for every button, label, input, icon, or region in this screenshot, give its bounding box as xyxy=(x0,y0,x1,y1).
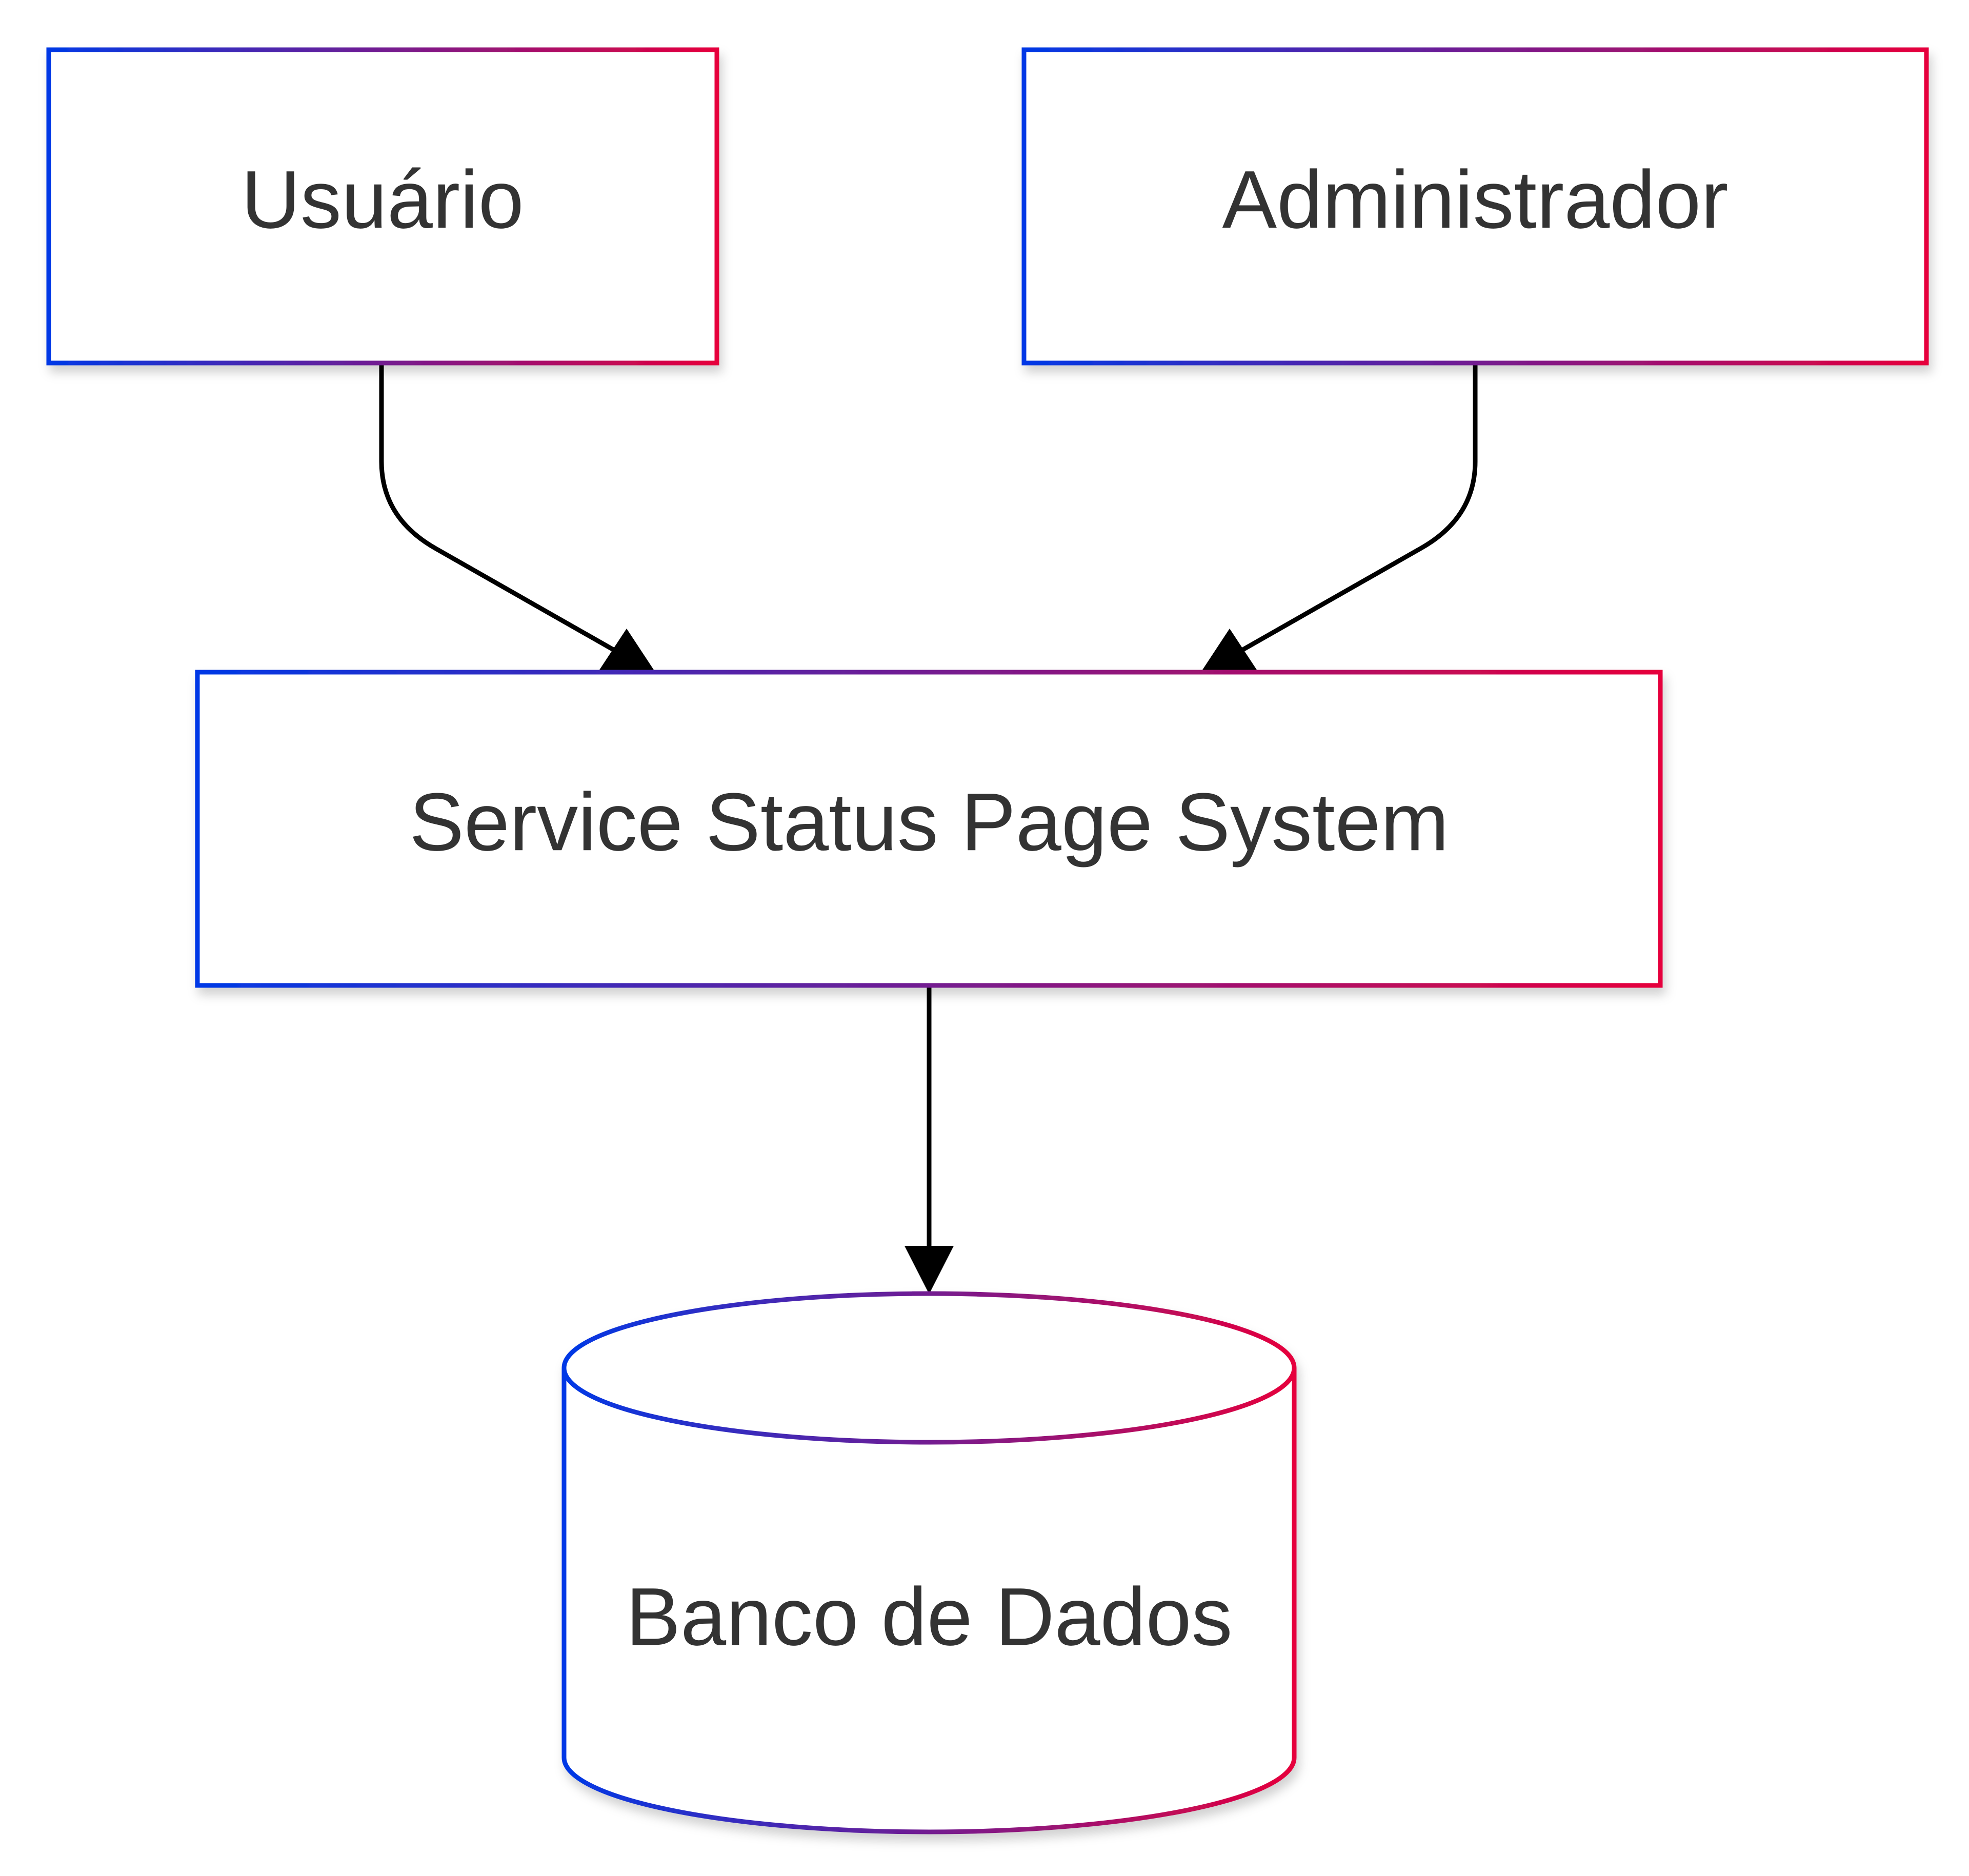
node-administrador: Administrador xyxy=(1021,47,1929,366)
database-cylinder-top-rim xyxy=(561,1367,1297,1445)
node-usuario: Usuário xyxy=(46,47,719,366)
node-service-status-page-system: Service Status Page System xyxy=(195,670,1663,988)
node-banco-de-dados: Banco de Dados xyxy=(561,1291,1297,1834)
edge-administrador-to-service xyxy=(1234,363,1478,656)
arrowhead-usuario xyxy=(599,629,654,671)
node-service-label: Service Status Page System xyxy=(409,776,1449,868)
edge-usuario-to-service xyxy=(379,363,622,656)
node-usuario-label: Usuário xyxy=(241,153,524,245)
database-cylinder-body xyxy=(561,1291,1297,1834)
node-administrador-label: Administrador xyxy=(1222,153,1728,245)
arrowhead-administrador xyxy=(1202,629,1257,671)
node-banco-label: Banco de Dados xyxy=(626,1570,1232,1662)
edges xyxy=(379,363,1478,1294)
arrowhead-banco xyxy=(905,1246,954,1294)
